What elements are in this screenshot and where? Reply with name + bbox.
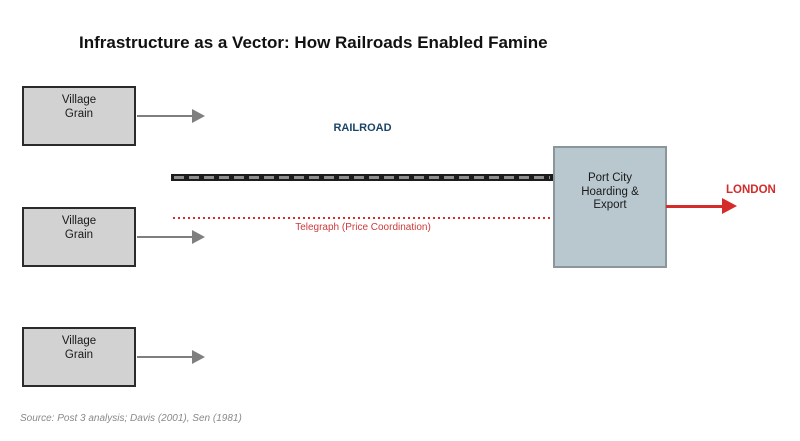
flow-arrow-shaft-1 [137,115,193,117]
port-city-node: Port City Hoarding & Export [553,146,667,268]
source-note: Source: Post 3 analysis; Davis (2001), S… [20,413,242,424]
flow-arrow-head-1 [192,109,205,123]
flow-arrow-shaft-3 [137,356,193,358]
telegraph-dotted-line [173,217,553,219]
railroad-track-line [171,174,553,181]
flow-arrow-shaft-2 [137,236,193,238]
railroad-track-dashes [174,176,550,179]
railroad-label: RAILROAD [333,122,392,134]
village-grain-node-3: Village Grain [22,327,136,387]
export-arrow-shaft [666,205,723,208]
village-grain-label-3: Village Grain [61,335,97,361]
port-city-label: Port City Hoarding & Export [581,172,639,211]
village-grain-label-2: Village Grain [61,215,97,241]
london-label: LONDON [726,184,776,196]
export-arrow-head [722,198,737,214]
village-grain-label-1: Village Grain [61,94,97,120]
page-title: Infrastructure as a Vector: How Railroad… [79,33,548,52]
village-grain-node-1: Village Grain [22,86,136,146]
flow-arrow-head-2 [192,230,205,244]
telegraph-label: Telegraph (Price Coordination) [295,222,431,233]
village-grain-node-2: Village Grain [22,207,136,267]
flow-arrow-head-3 [192,350,205,364]
